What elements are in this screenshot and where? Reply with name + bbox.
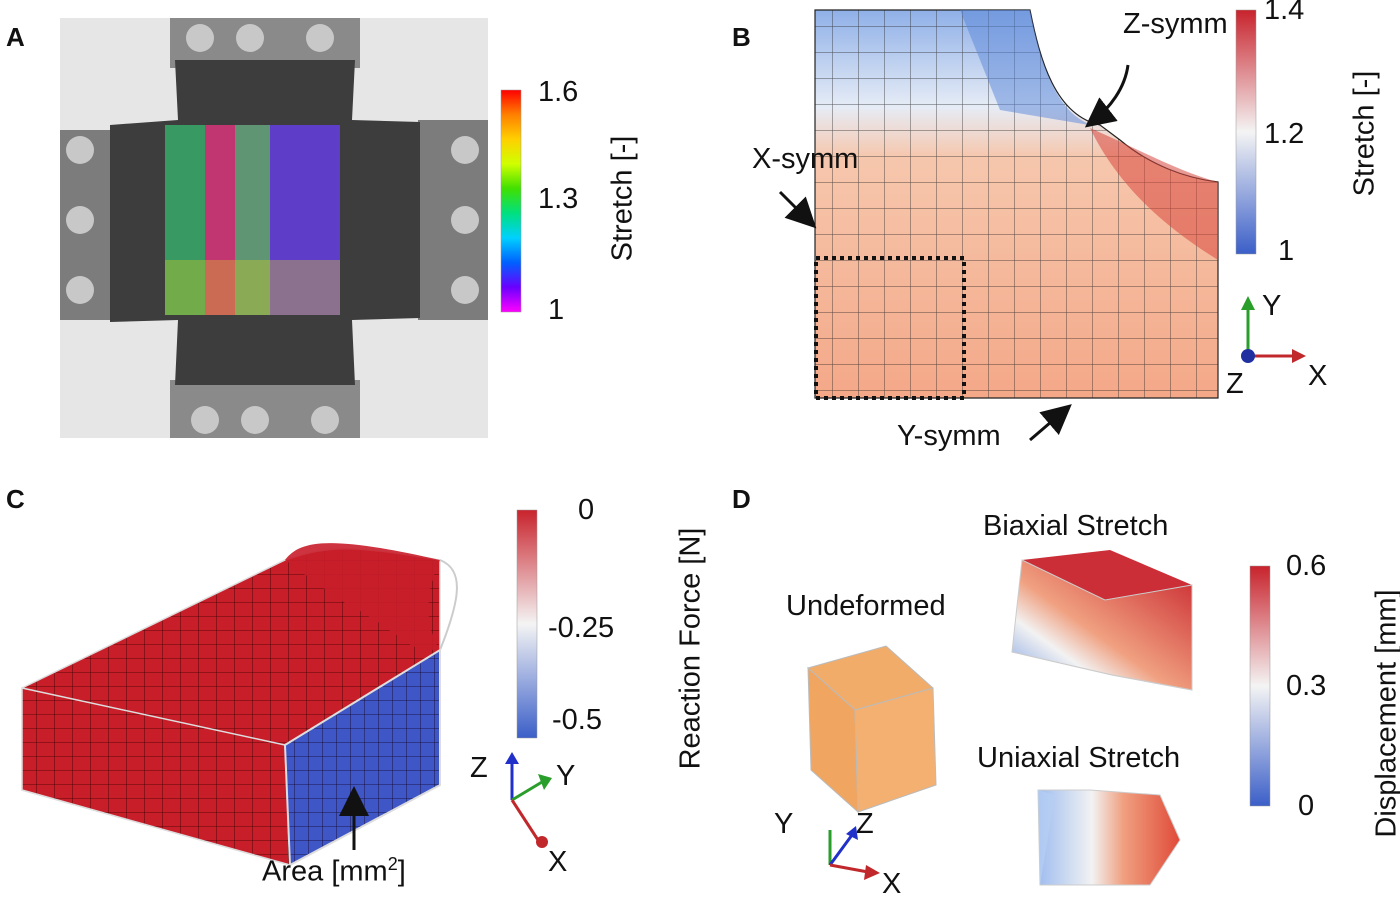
panel-c-colorbar [516, 509, 538, 739]
panel-b-axis-z: Z [1226, 368, 1244, 400]
panel-c-axes-triad [505, 752, 552, 848]
panel-a-photo [60, 18, 488, 438]
panel-c-mesh [21, 543, 458, 867]
panel-d-colorbar [1249, 565, 1271, 807]
area-label-text: Area [mm [262, 855, 388, 888]
panel-c-axis-z: Z [470, 752, 488, 784]
subregion-dotted-box [814, 256, 966, 400]
panel-d-tick-min: 0 [1298, 790, 1315, 822]
x-symm-arrow [778, 190, 817, 229]
clamp-screws [66, 24, 479, 434]
panel-c-colorbar-label: Reaction Force [N] [674, 527, 707, 770]
area-label-close: ] [397, 855, 406, 888]
panel-b-colorbar-label: Stretch [-] [1348, 70, 1381, 197]
panel-a-tick-min: 1 [548, 294, 565, 326]
panel-a-tick-mid: 1.3 [538, 183, 579, 215]
uniaxial-label: Uniaxial Stretch [977, 742, 1181, 774]
panel-letter-a: A [6, 22, 25, 52]
panel-b-axis-y: Y [1262, 290, 1282, 322]
panel-c-axis-x: X [548, 846, 568, 878]
panel-b-tick-min: 1 [1278, 235, 1295, 267]
y-symm-label: Y-symm [897, 420, 1001, 452]
panel-b-colorbar [1235, 9, 1257, 255]
biaxial-cube [1011, 550, 1193, 691]
panel-d-axes-triad [828, 826, 880, 880]
uniaxial-cube [1037, 789, 1181, 886]
panel-d-colorbar-label: Displacement [mm] [1370, 589, 1400, 838]
panel-b-axis-x: X [1308, 360, 1328, 392]
panel-a-colorbar-label: Stretch [-] [606, 135, 639, 262]
panel-c-tick-max: 0 [578, 494, 595, 526]
panel-d-tick-max: 0.6 [1286, 550, 1327, 582]
x-symm-label: X-symm [752, 143, 859, 175]
panel-b-tick-max: 1.4 [1264, 0, 1305, 26]
area-label: Area [mm2] [262, 854, 406, 889]
panel-c-axis-y: Y [556, 760, 576, 792]
panel-d-axis-x: X [882, 868, 902, 900]
panel-d-axis-z: Z [856, 808, 874, 840]
panel-c-tick-min: -0.5 [552, 704, 602, 736]
biaxial-label: Biaxial Stretch [983, 510, 1169, 542]
panel-a-colorbar [500, 89, 522, 313]
panel-d-axis-y: Y [774, 808, 794, 840]
area-label-superscript: 2 [387, 854, 398, 874]
undeformed-label: Undeformed [786, 590, 946, 622]
panel-a-tick-max: 1.6 [538, 76, 579, 108]
panel-letter-b: B [732, 22, 751, 52]
y-symm-arrow [1029, 404, 1072, 442]
undeformed-cube [806, 645, 937, 814]
z-symm-label: Z-symm [1123, 8, 1228, 40]
panel-b-mesh [814, 9, 1219, 400]
z-symm-arrow [1084, 64, 1130, 128]
panel-b-axes-triad [1241, 296, 1306, 363]
panel-d-tick-mid: 0.3 [1286, 670, 1327, 702]
panel-letter-d: D [732, 484, 751, 514]
panel-b-arrows [778, 64, 1130, 442]
panel-c-tick-mid: -0.25 [548, 612, 615, 644]
panel-b-tick-mid: 1.2 [1264, 118, 1305, 150]
panel-letter-c: C [6, 484, 25, 514]
